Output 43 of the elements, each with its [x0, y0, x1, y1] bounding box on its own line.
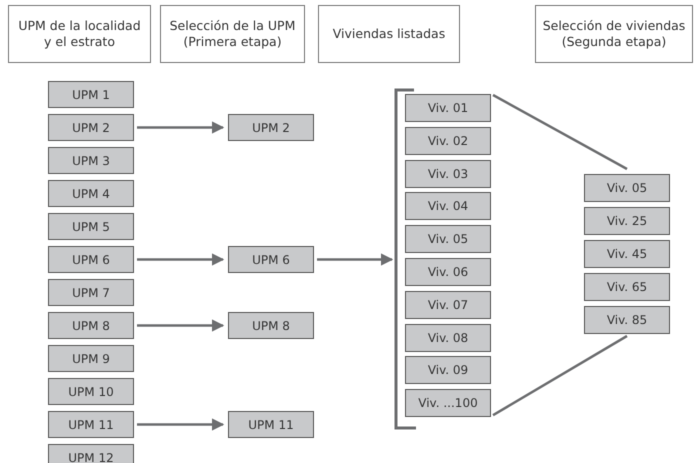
unit-box: UPM 12: [48, 444, 134, 463]
unit-box: Viv. 02: [405, 126, 491, 155]
unit-box: UPM 6: [48, 246, 134, 273]
arrow: [137, 319, 224, 332]
unit-box: Viv. 05: [405, 225, 491, 254]
unit-box: UPM 11: [228, 411, 314, 438]
unit-box: Viv. 09: [405, 356, 491, 384]
arrow: [137, 253, 224, 266]
arrow: [317, 253, 394, 266]
unit-box: Viv. 85: [584, 306, 670, 334]
unit-box: UPM 8: [228, 312, 314, 339]
unit-box: Viv. 03: [405, 160, 491, 188]
column-header: Selección de la UPM (Primera etapa): [160, 5, 305, 63]
unit-box: Viv. 01: [405, 94, 491, 122]
unit-box: Viv. 25: [584, 207, 670, 235]
bracket: [394, 88, 416, 430]
unit-box: UPM 5: [48, 213, 134, 240]
arrow: [137, 418, 224, 431]
unit-box: UPM 3: [48, 147, 134, 174]
unit-box: Viv. 06: [405, 258, 491, 286]
unit-box: Viv. 07: [405, 290, 491, 319]
unit-box: UPM 2: [48, 114, 134, 141]
column-header: Viviendas listadas: [318, 5, 460, 63]
unit-box: Viv. 04: [405, 192, 491, 220]
unit-box: UPM 8: [48, 312, 134, 339]
unit-box: UPM 10: [48, 378, 134, 405]
unit-box: Viv. 05: [584, 174, 670, 202]
arrow: [137, 121, 224, 134]
column-header: UPM de la localidad y el estrato: [8, 5, 151, 63]
unit-box: UPM 7: [48, 279, 134, 306]
unit-box: UPM 2: [228, 114, 314, 141]
unit-box: Viv. 08: [405, 324, 491, 352]
unit-box: UPM 9: [48, 345, 134, 372]
unit-box: UPM 1: [48, 81, 134, 108]
unit-box: Viv. 45: [584, 240, 670, 268]
connector-line: [492, 94, 628, 170]
unit-box: Viv. ...100: [405, 389, 491, 418]
column-header: Selección de viviendas (Segunda etapa): [535, 5, 693, 63]
unit-box: UPM 6: [228, 246, 314, 273]
unit-box: Viv. 65: [584, 273, 670, 301]
connector-line: [492, 334, 628, 416]
unit-box: UPM 11: [48, 411, 134, 438]
unit-box: UPM 4: [48, 180, 134, 207]
